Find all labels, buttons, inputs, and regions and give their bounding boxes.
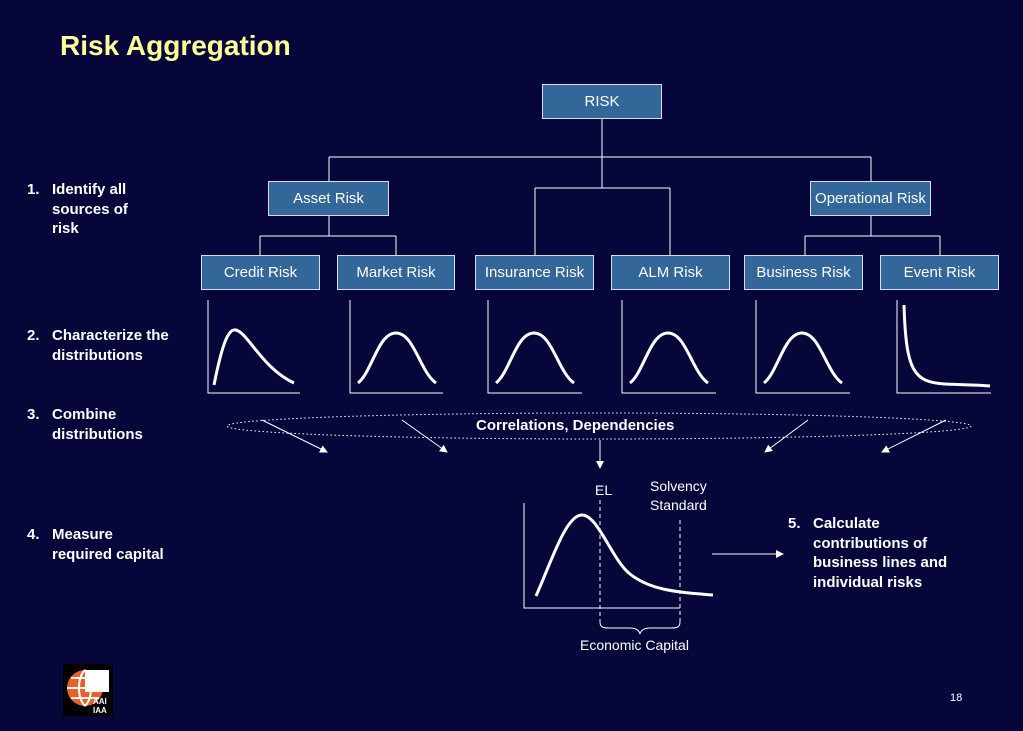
distribution-chart-alm bbox=[621, 300, 716, 394]
distribution-chart-credit bbox=[207, 300, 300, 394]
step-text-line: risk bbox=[52, 220, 79, 237]
step-number: 2. bbox=[27, 327, 40, 344]
logo-text: AAI IAA bbox=[93, 697, 107, 715]
distribution-chart-market bbox=[349, 300, 443, 394]
correlations-label: Correlations, Dependencies bbox=[476, 417, 675, 434]
step-text-line: distributions bbox=[52, 425, 143, 443]
node-alm-risk: ALM Risk bbox=[611, 255, 730, 290]
combine-arrows bbox=[261, 419, 947, 558]
economic-capital-label: Economic Capital bbox=[580, 637, 689, 653]
node-operational-risk: Operational Risk bbox=[810, 181, 931, 216]
aai-iaa-logo: AAI IAA bbox=[63, 664, 113, 716]
step-text-line: sources of bbox=[52, 200, 128, 218]
step-text-line: business lines and bbox=[813, 554, 948, 571]
node-asset-risk: Asset Risk bbox=[268, 181, 389, 216]
node-business-risk: Business Risk bbox=[744, 255, 863, 290]
step-4: 4. Measure required capital bbox=[27, 525, 207, 565]
el-label: EL bbox=[595, 482, 613, 498]
logo-text-line: IAA bbox=[93, 706, 107, 715]
step-text-line: Characterize the bbox=[52, 327, 169, 344]
step-number: 3. bbox=[27, 406, 40, 423]
correlation-ellipse bbox=[226, 412, 972, 440]
step-2: 2. Characterize the distributions bbox=[27, 326, 207, 366]
step-text-line: Calculate bbox=[813, 515, 880, 532]
step-1: 1. Identify all sources of risk bbox=[27, 180, 187, 240]
step-text-line: Identify all bbox=[52, 181, 127, 198]
distribution-chart-insurance bbox=[487, 300, 582, 394]
solvency-line: Solvency bbox=[650, 478, 707, 494]
globe-icon bbox=[67, 669, 109, 707]
step-5: 5. Calculate contributions of business l… bbox=[788, 514, 998, 594]
capital-chart bbox=[523, 500, 714, 635]
step-number: 1. bbox=[27, 181, 40, 198]
step-number: 4. bbox=[27, 526, 40, 543]
node-insurance-risk: Insurance Risk bbox=[475, 255, 594, 290]
step-text-line: contributions of bbox=[813, 534, 928, 552]
tree-connectors bbox=[259, 119, 941, 255]
step-text-line: Measure bbox=[52, 526, 113, 543]
logo-text-line: AAI bbox=[93, 697, 107, 706]
step-text-line: Combine bbox=[52, 406, 117, 423]
distribution-chart-business bbox=[755, 300, 850, 394]
step-text-line: individual risks bbox=[813, 573, 923, 591]
page-number: 18 bbox=[950, 692, 963, 704]
solvency-line: Standard bbox=[650, 497, 707, 513]
step-text-line: distributions bbox=[52, 346, 143, 364]
economic-capital-brace bbox=[599, 621, 681, 635]
node-market-risk: Market Risk bbox=[337, 255, 455, 290]
node-event-risk: Event Risk bbox=[880, 255, 999, 290]
solvency-standard-label: Solvency Standard bbox=[650, 477, 707, 515]
step-text-line: required capital bbox=[52, 545, 164, 563]
step-number: 5. bbox=[788, 515, 801, 532]
node-credit-risk: Credit Risk bbox=[201, 255, 320, 290]
page-title: Risk Aggregation bbox=[60, 30, 291, 61]
distribution-chart-event bbox=[896, 300, 991, 394]
step-3: 3. Combine distributions bbox=[27, 405, 207, 445]
node-risk: RISK bbox=[542, 84, 662, 119]
